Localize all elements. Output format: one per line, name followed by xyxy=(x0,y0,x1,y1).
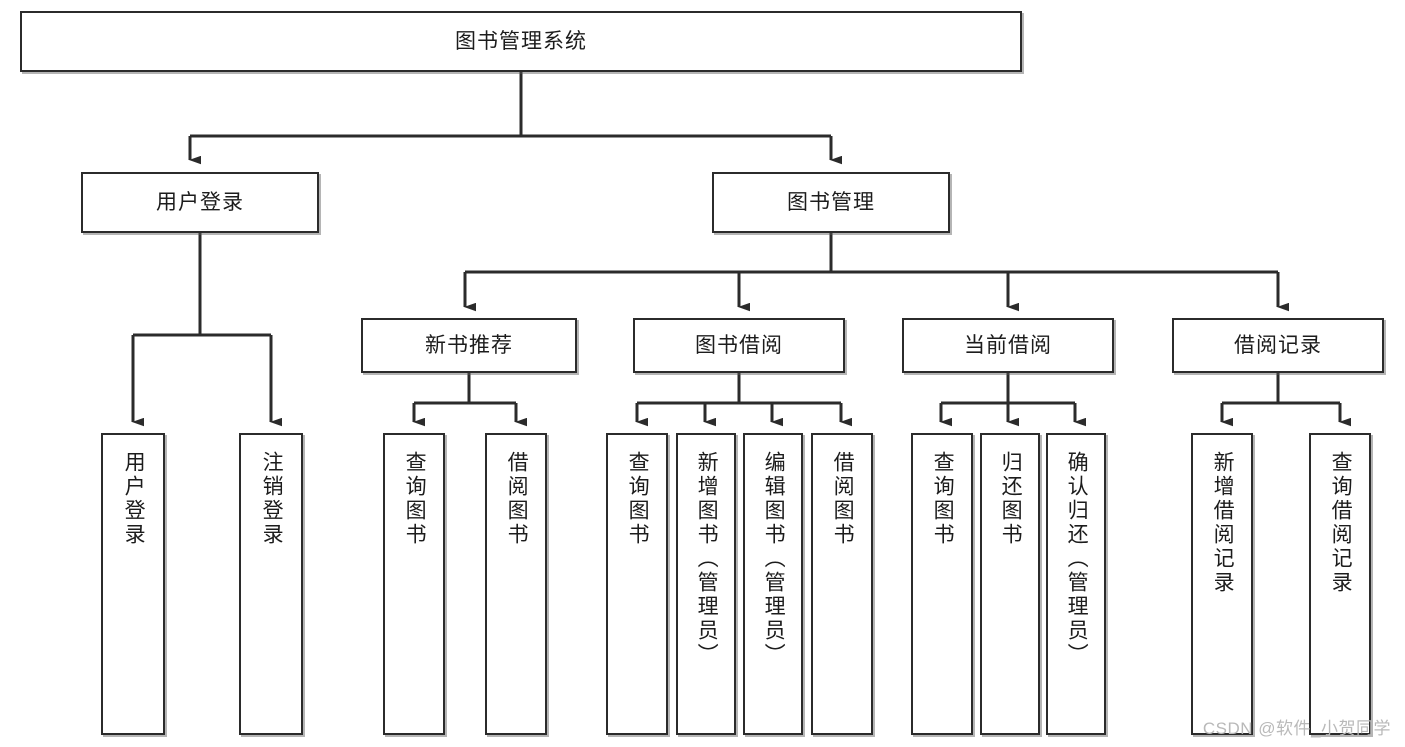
leaf-new-book-query[interactable]: 查询图书 xyxy=(383,433,445,735)
node-user-login[interactable]: 用户登录 xyxy=(81,172,319,233)
node-borrow-record[interactable]: 借阅记录 xyxy=(1172,318,1384,373)
leaf-user-login-logout[interactable]: 注销登录 xyxy=(239,433,303,735)
leaf-user-login-login[interactable]: 用户登录 xyxy=(101,433,165,735)
node-current-borrow-label: 当前借阅 xyxy=(964,333,1052,357)
leaf-label: 查询借阅记录 xyxy=(1329,451,1353,595)
node-borrow-record-label: 借阅记录 xyxy=(1234,333,1322,357)
node-root[interactable]: 图书管理系统 xyxy=(20,11,1022,72)
leaf-record-query[interactable]: 查询借阅记录 xyxy=(1309,433,1371,735)
node-new-book-recommend-label: 新书推荐 xyxy=(425,333,513,357)
leaf-current-query-book[interactable]: 查询图书 xyxy=(911,433,973,735)
node-book-management-label: 图书管理 xyxy=(787,190,875,214)
leaf-borrow-query-book[interactable]: 查询图书 xyxy=(606,433,668,735)
leaf-borrow-add-book[interactable]: 新增图书（管理员） xyxy=(676,433,736,735)
node-book-borrow-label: 图书借阅 xyxy=(695,333,783,357)
leaf-current-return-book[interactable]: 归还图书 xyxy=(980,433,1040,735)
leaf-label: 借阅图书 xyxy=(505,451,529,547)
leaf-borrow-borrow-book[interactable]: 借阅图书 xyxy=(811,433,873,735)
node-user-login-label: 用户登录 xyxy=(156,190,244,214)
leaf-new-book-borrow[interactable]: 借阅图书 xyxy=(485,433,547,735)
node-book-management[interactable]: 图书管理 xyxy=(712,172,950,233)
leaf-borrow-edit-book[interactable]: 编辑图书（管理员） xyxy=(743,433,803,735)
leaf-label: 查询图书 xyxy=(403,451,427,547)
node-root-label: 图书管理系统 xyxy=(455,29,587,53)
leaf-label: 用户登录 xyxy=(122,451,146,547)
node-current-borrow[interactable]: 当前借阅 xyxy=(902,318,1114,373)
leaf-label: 编辑图书（管理员） xyxy=(762,451,786,667)
leaf-label: 查询图书 xyxy=(931,451,955,547)
leaf-label: 新增借阅记录 xyxy=(1211,451,1235,595)
leaf-label: 归还图书 xyxy=(999,451,1023,547)
leaf-label: 新增图书（管理员） xyxy=(695,451,719,667)
leaf-current-confirm-return[interactable]: 确认归还（管理员） xyxy=(1046,433,1106,735)
leaf-label: 借阅图书 xyxy=(831,451,855,547)
leaf-label: 查询图书 xyxy=(626,451,650,547)
leaf-label: 确认归还（管理员） xyxy=(1065,451,1089,667)
watermark-text: CSDN @软件_小贺同学 xyxy=(1202,719,1391,738)
leaf-record-add[interactable]: 新增借阅记录 xyxy=(1191,433,1253,735)
node-book-borrow[interactable]: 图书借阅 xyxy=(633,318,845,373)
node-new-book-recommend[interactable]: 新书推荐 xyxy=(361,318,577,373)
leaf-label: 注销登录 xyxy=(260,451,284,547)
